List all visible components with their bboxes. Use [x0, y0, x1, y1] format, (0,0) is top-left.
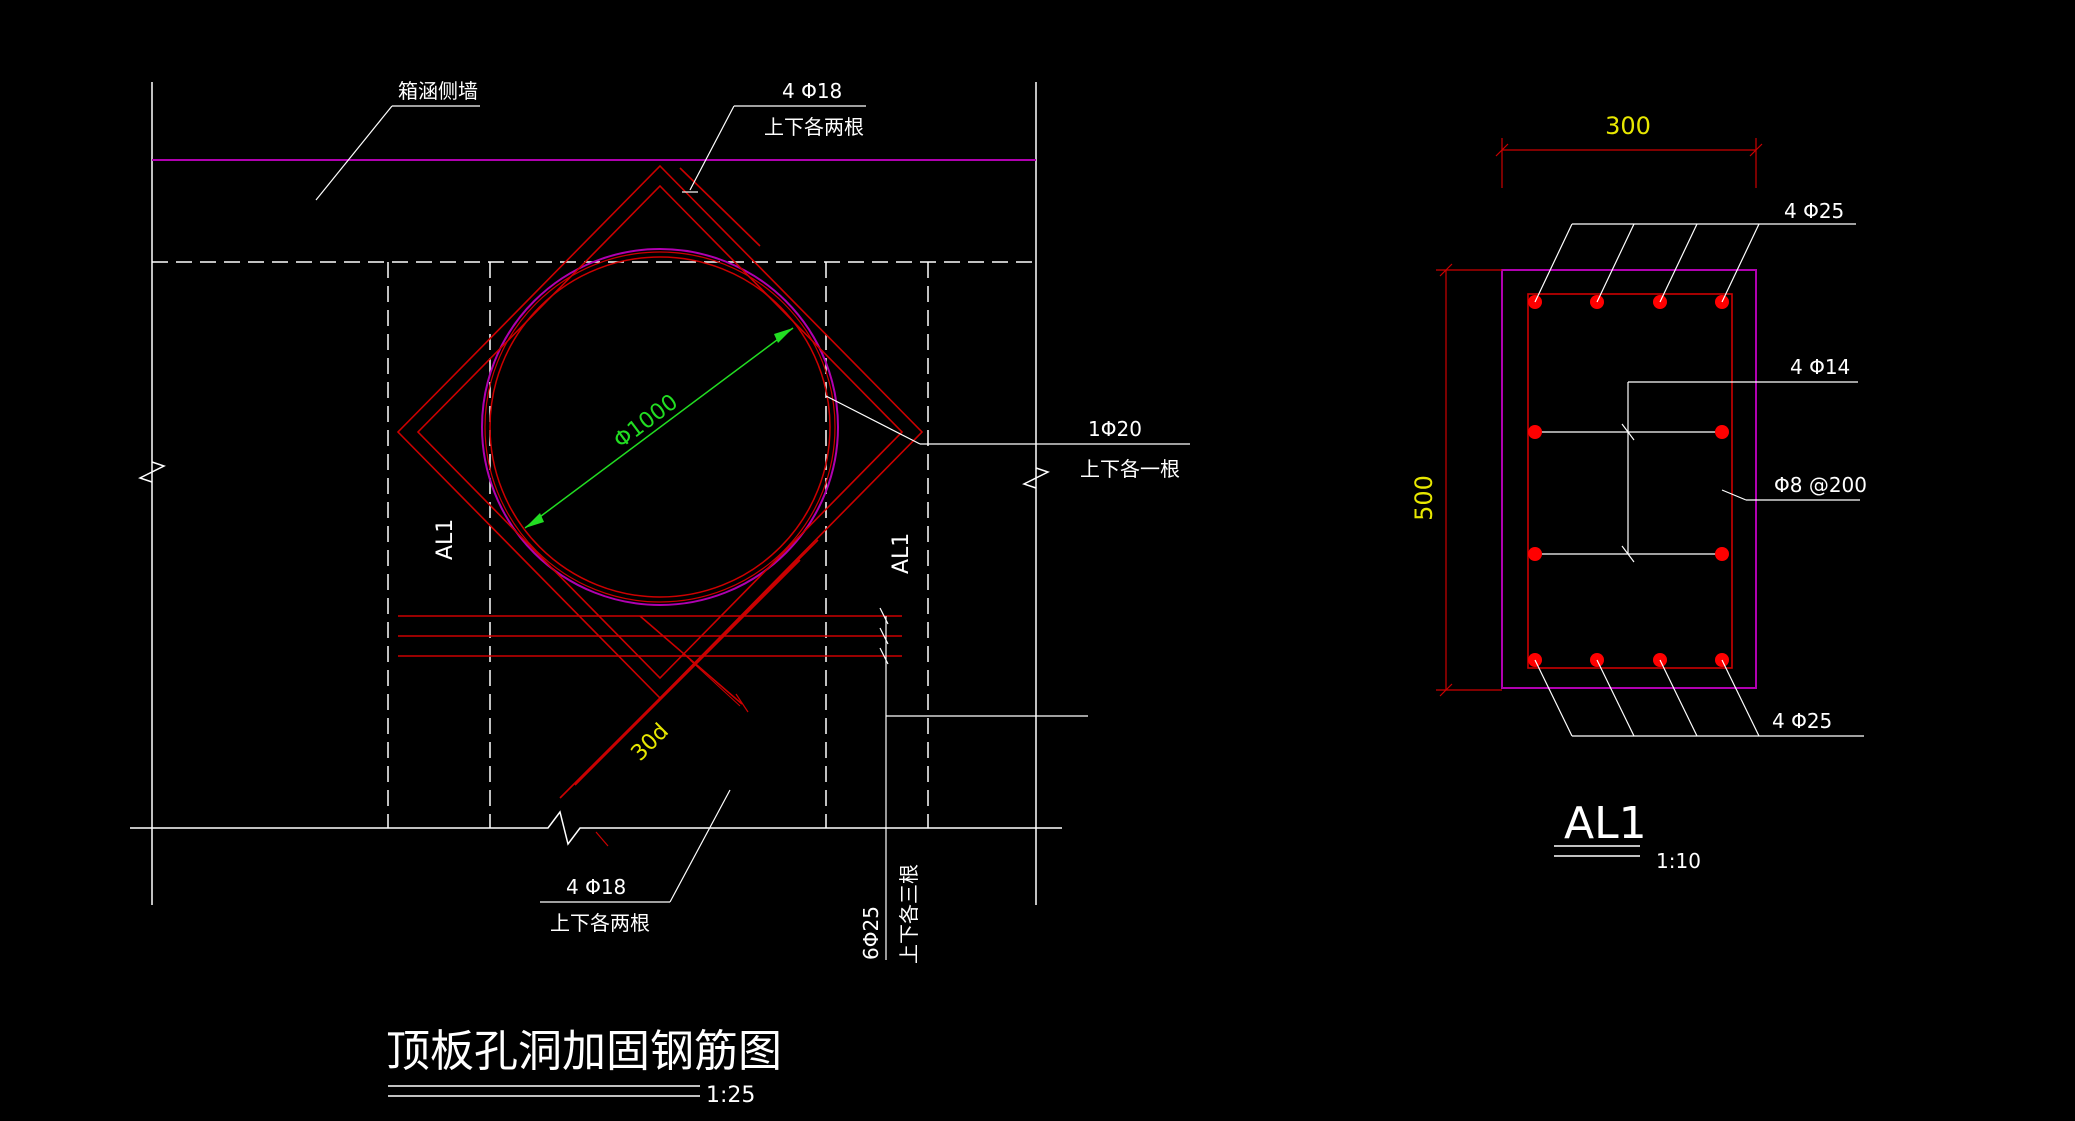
bottom-leader-2: [1596, 659, 1635, 737]
diagonal-bar-leader: 1Φ20 上下各一根: [825, 395, 1190, 481]
diagonal-bar-note: 上下各一根: [1080, 457, 1180, 481]
diagonal-bar-label: 1Φ20: [1088, 417, 1142, 441]
width-dimension: 300: [1495, 112, 1763, 188]
rebar-side-1: [1528, 425, 1542, 439]
wall-leader-line: [315, 105, 393, 201]
wall-label-leader: 箱涵侧墙: [315, 79, 480, 201]
beam-left-label: AL1: [433, 519, 458, 560]
top-leader-2: [1596, 223, 1635, 303]
tick-3: [879, 647, 889, 665]
bottom-leader-4: [1721, 659, 1760, 737]
top-leader-3: [1659, 223, 1698, 303]
height-dim-tick-top: [1439, 263, 1453, 277]
bottom-bar-label: 4 Φ18: [566, 875, 626, 899]
diameter-arrow-1: [525, 513, 544, 528]
section-drawing: 300 500: [1410, 112, 1867, 873]
plan-title: 顶板孔洞加固钢筋图: [386, 1026, 782, 1077]
diameter-dimension: Φ1000: [524, 327, 794, 529]
top-bar-leader: 4 Φ18 上下各两根: [682, 79, 866, 193]
stirrup-leader-line: [1721, 489, 1747, 501]
diameter-arrow-2: [774, 328, 793, 343]
top-bars-leader: [1534, 223, 1856, 303]
rebar-dots: [1528, 295, 1729, 667]
diagonal-extension-1: [559, 539, 819, 799]
diagonal-extension-4: [679, 167, 761, 247]
diameter-label: Φ1000: [609, 390, 683, 454]
section-outline: [1501, 269, 1757, 689]
opening-ring-bar-inner: [484, 251, 836, 603]
anchor-dim-ext-1: [689, 659, 741, 707]
rebar-side-3: [1528, 547, 1542, 561]
tick-2: [879, 627, 889, 645]
plan-title-block: 顶板孔洞加固钢筋图 1:25: [386, 1026, 782, 1108]
height-dim-label: 500: [1410, 475, 1438, 521]
top-bar-leader-line: [689, 105, 735, 191]
diagonal-leader-line: [825, 395, 921, 445]
horizontal-bars: [398, 615, 902, 657]
bottom-bar-leader-line: [669, 789, 731, 903]
diagonal-bar-inner: [416, 184, 904, 680]
right-break-mark: [1022, 467, 1050, 489]
diagonal-extension-2: [574, 559, 801, 786]
section-scale: 1:10: [1656, 849, 1701, 873]
side-bars-leader: [1627, 381, 1858, 554]
bottom-bar-leader: 4 Φ18 上下各两根: [540, 789, 731, 935]
rebar-side-2: [1715, 425, 1729, 439]
top-bars-label: 4 Φ25: [1784, 199, 1844, 223]
bottom-bars-label: 4 Φ25: [1772, 709, 1832, 733]
vertical-bar-note: 上下各三根: [897, 864, 921, 964]
diagonal-bars: [396, 164, 924, 799]
bottom-leader-3: [1659, 659, 1698, 737]
diagonal-extension-3: [639, 615, 743, 705]
height-dimension: 500: [1410, 263, 1502, 697]
stirrup-label: Φ8 @200: [1774, 473, 1867, 497]
vertical-bar-label: 6Φ25: [859, 906, 883, 960]
width-dim-tick-left: [1495, 143, 1509, 157]
width-dim-tick-right: [1749, 143, 1763, 157]
top-leader-4: [1721, 223, 1760, 303]
slab-bottom-line: [130, 810, 1062, 846]
rebar-side-4: [1715, 547, 1729, 561]
width-dim-label: 300: [1605, 112, 1651, 140]
wall-label: 箱涵侧墙: [398, 79, 478, 103]
top-bar-label: 4 Φ18: [782, 79, 842, 103]
top-bar-note: 上下各两根: [764, 115, 864, 139]
bar-ticks: [595, 607, 889, 847]
plan-scale: 1:25: [706, 1083, 755, 1108]
diameter-line: [524, 327, 794, 529]
stirrup-leader: [1721, 489, 1860, 501]
bottom-leader-1: [1534, 659, 1573, 737]
vertical-bar-leader: 6Φ25 上下各三根: [859, 616, 1088, 964]
diagonal-extension-hidden: [560, 698, 742, 704]
opening-ring-bar-outer: [489, 256, 831, 598]
height-dim-tick-bottom: [1439, 683, 1453, 697]
top-leader-1: [1534, 223, 1573, 303]
bottom-bars-leader: [1534, 659, 1864, 737]
left-break-mark: [138, 461, 166, 483]
tick-4: [735, 693, 749, 713]
plan-drawing: Φ1000 箱涵侧墙 4 Φ18 上下各两根 1Φ20 上下各一根 AL1 AL…: [130, 79, 1190, 1108]
opening-circle: [481, 248, 839, 606]
side-bars-label: 4 Φ14: [1790, 355, 1850, 379]
tick-5: [595, 831, 609, 847]
diagonal-bar-outer: [396, 164, 924, 700]
stirrup: [1527, 293, 1733, 669]
tick-1: [879, 607, 889, 625]
bottom-bar-note: 上下各两根: [550, 911, 650, 935]
section-title-block: AL1 1:10: [1554, 798, 1701, 873]
beam-right-label: AL1: [889, 533, 914, 574]
section-title: AL1: [1564, 798, 1647, 849]
